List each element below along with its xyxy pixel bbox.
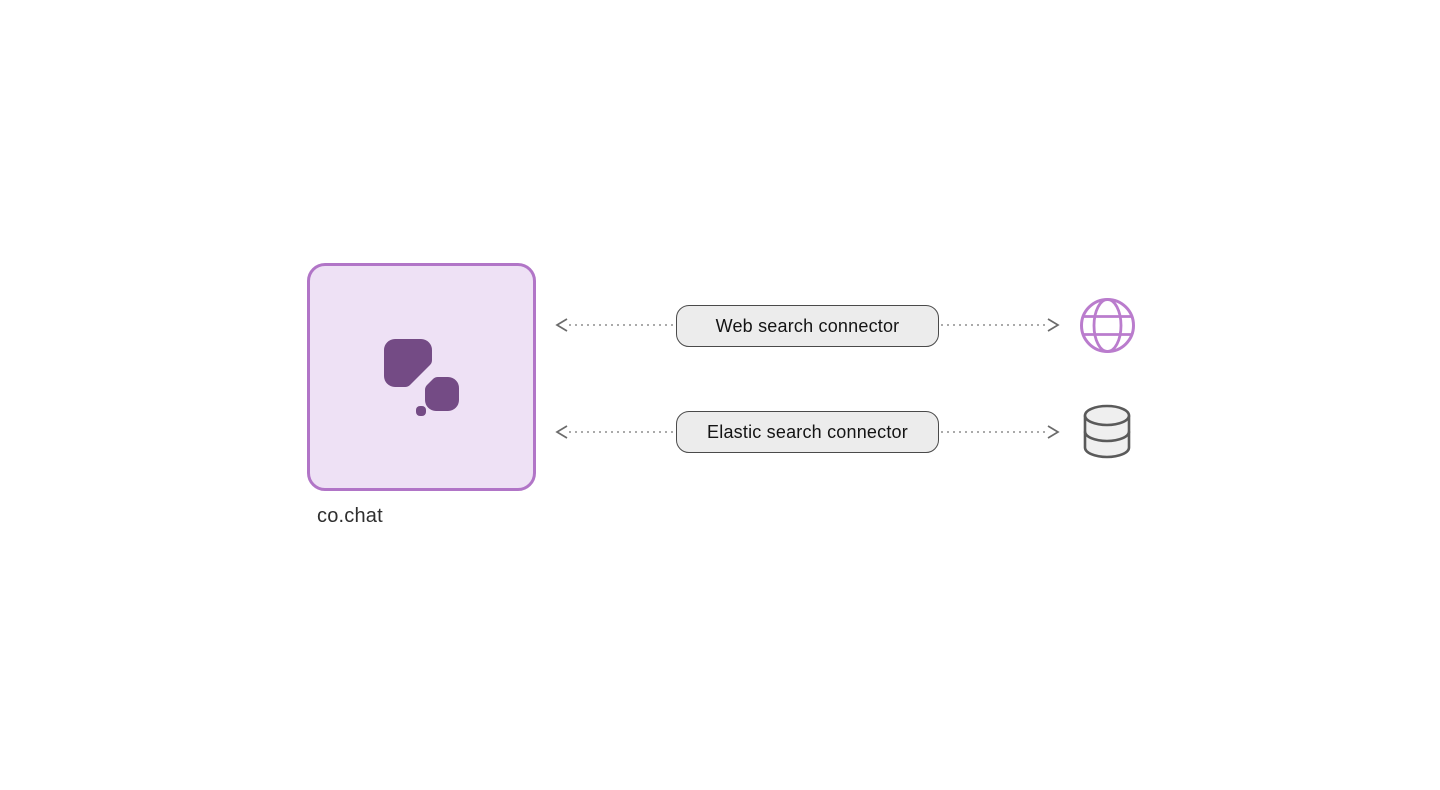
logo-small-bubble xyxy=(424,376,459,411)
cochat-logo-icon xyxy=(383,339,459,416)
arrowhead-left-icon xyxy=(555,425,568,439)
arrowhead-right-icon xyxy=(1047,425,1060,439)
arrowhead-right-icon xyxy=(1047,318,1060,332)
logo-large-bubble xyxy=(383,339,432,388)
dotted-arrow-left-web xyxy=(555,318,674,332)
logo-dot xyxy=(415,406,426,416)
elastic-search-connector-label: Elastic search connector xyxy=(707,421,908,442)
arrowhead-left-icon xyxy=(555,318,568,332)
dotted-arrow-right-elastic xyxy=(941,425,1060,439)
cochat-node-label: co.chat xyxy=(317,505,383,527)
web-search-connector-label: Web search connector xyxy=(715,315,900,336)
database-icon xyxy=(1083,404,1131,459)
elastic-search-connector-node: Elastic search connector xyxy=(676,411,939,453)
globe-icon xyxy=(1080,298,1135,353)
web-search-connector-node: Web search connector xyxy=(676,305,939,347)
dotted-arrow-left-elastic xyxy=(555,425,674,439)
dotted-arrow-right-web xyxy=(941,318,1060,332)
cochat-node xyxy=(307,263,536,491)
